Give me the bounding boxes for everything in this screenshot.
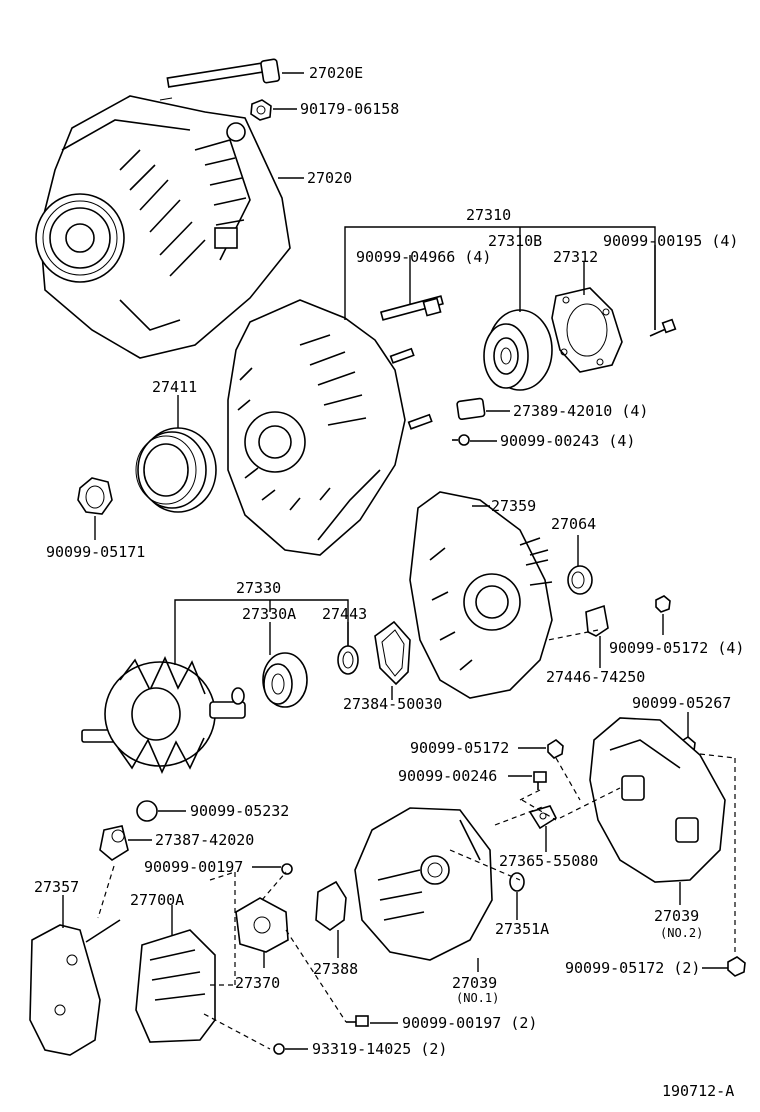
label-27312: 27312	[553, 248, 598, 266]
label-90099-05267: 90099-05267	[632, 694, 731, 712]
brush-cover-drawing	[315, 880, 347, 931]
screw-00197b-drawing	[346, 1015, 369, 1027]
label-27388: 27388	[313, 960, 358, 978]
label-27700a: 27700A	[130, 891, 184, 909]
part-number-labels: 27020E 90179-06158 27020 27310 27310B 90…	[34, 64, 744, 1100]
label-27387-42020: 27387-42020	[155, 831, 254, 849]
ring-27443-drawing	[337, 645, 359, 675]
drive-end-frame-drawing	[227, 299, 433, 556]
assembly-dashed-lines	[97, 629, 736, 1050]
gasket-drawing	[374, 620, 411, 686]
label-27446-74250: 27446-74250	[546, 668, 645, 686]
label-27020: 27020	[307, 169, 352, 187]
screw-00195-drawing	[649, 318, 677, 337]
label-90099-00197-2: 90099-00197 (2)	[402, 1014, 537, 1032]
label-27330a: 27330A	[242, 605, 296, 623]
insulator-27389-drawing	[456, 397, 486, 421]
label-27351a: 27351A	[495, 920, 549, 938]
label-27330: 27330	[236, 579, 281, 597]
nut-05172-drawing	[655, 595, 671, 613]
label-27064: 27064	[551, 515, 596, 533]
label-27359: 27359	[491, 497, 536, 515]
label-27020e: 27020E	[309, 64, 363, 82]
nut-90179-drawing	[250, 99, 272, 121]
label-27384-50030: 27384-50030	[343, 695, 442, 713]
label-27039-no2: 27039	[654, 907, 699, 925]
through-bolt-drawing	[159, 58, 281, 101]
label-27443: 27443	[322, 605, 367, 623]
screw-93319-drawing	[273, 1043, 285, 1055]
label-27365-55080: 27365-55080	[499, 852, 598, 870]
rectifier-end-frame-drawing	[409, 491, 553, 699]
label-90099-05172-4: 90099-05172 (4)	[609, 639, 744, 657]
rear-cover-no1-drawing	[354, 807, 493, 961]
bearing-27330a-drawing	[262, 652, 308, 708]
label-27039-no1: 27039	[452, 974, 497, 992]
bearing-27310b-drawing	[483, 309, 553, 391]
label-27310: 27310	[466, 206, 511, 224]
screw-00243-drawing	[452, 434, 470, 446]
regulator-drawing	[135, 929, 216, 1043]
stud-bolt-drawing	[379, 295, 444, 321]
label-27357: 27357	[34, 878, 79, 896]
label-90099-05232: 90099-05232	[190, 802, 289, 820]
screw-00246-drawing	[533, 771, 547, 790]
leader-lines	[62, 72, 728, 1050]
cap-05232-drawing	[136, 800, 158, 822]
label-27389-42010: 27389-42010 (4)	[513, 402, 648, 420]
bearing-cover-drawing	[567, 565, 593, 595]
insulator-27387-drawing	[99, 825, 129, 861]
label-90099-04966: 90099-04966 (4)	[356, 248, 491, 266]
rectifier-drawing	[29, 919, 121, 1056]
label-27039-no2-note: (NO.2)	[660, 926, 703, 940]
terminal-27365-drawing	[528, 805, 558, 830]
label-90099-00243: 90099-00243 (4)	[500, 432, 635, 450]
pulley-nut-drawing	[77, 477, 113, 515]
brush-holder-drawing	[235, 897, 289, 953]
rotor-drawing	[81, 656, 246, 774]
label-90179-06158: 90179-06158	[300, 100, 399, 118]
label-90099-05172-2: 90099-05172 (2)	[565, 959, 700, 977]
figure-id: 190712-A	[662, 1082, 734, 1100]
label-27411: 27411	[152, 378, 197, 396]
label-90099-05171: 90099-05171	[46, 543, 145, 561]
label-90099-00195: 90099-00195 (4)	[603, 232, 738, 250]
label-90099-00197: 90099-00197	[144, 858, 243, 876]
nut-05172c-drawing	[727, 956, 746, 977]
terminal-insulator-drawing	[585, 604, 609, 637]
label-27370: 27370	[235, 974, 280, 992]
rear-cover-no2-drawing	[589, 717, 726, 883]
retainer-plate-drawing	[551, 287, 623, 373]
bushing-27351a-drawing	[509, 872, 525, 892]
label-90099-05172: 90099-05172	[410, 739, 509, 757]
nut-05172b-drawing	[547, 739, 564, 759]
label-93319-14025: 93319-14025 (2)	[312, 1040, 447, 1058]
pulley-drawing	[135, 427, 217, 513]
label-27039-no1-note: (NO.1)	[456, 991, 499, 1005]
label-90099-00246: 90099-00246	[398, 767, 497, 785]
alternator-assembly-drawing	[35, 95, 291, 359]
screw-00197-drawing	[281, 863, 293, 875]
label-27310b: 27310B	[488, 232, 542, 250]
